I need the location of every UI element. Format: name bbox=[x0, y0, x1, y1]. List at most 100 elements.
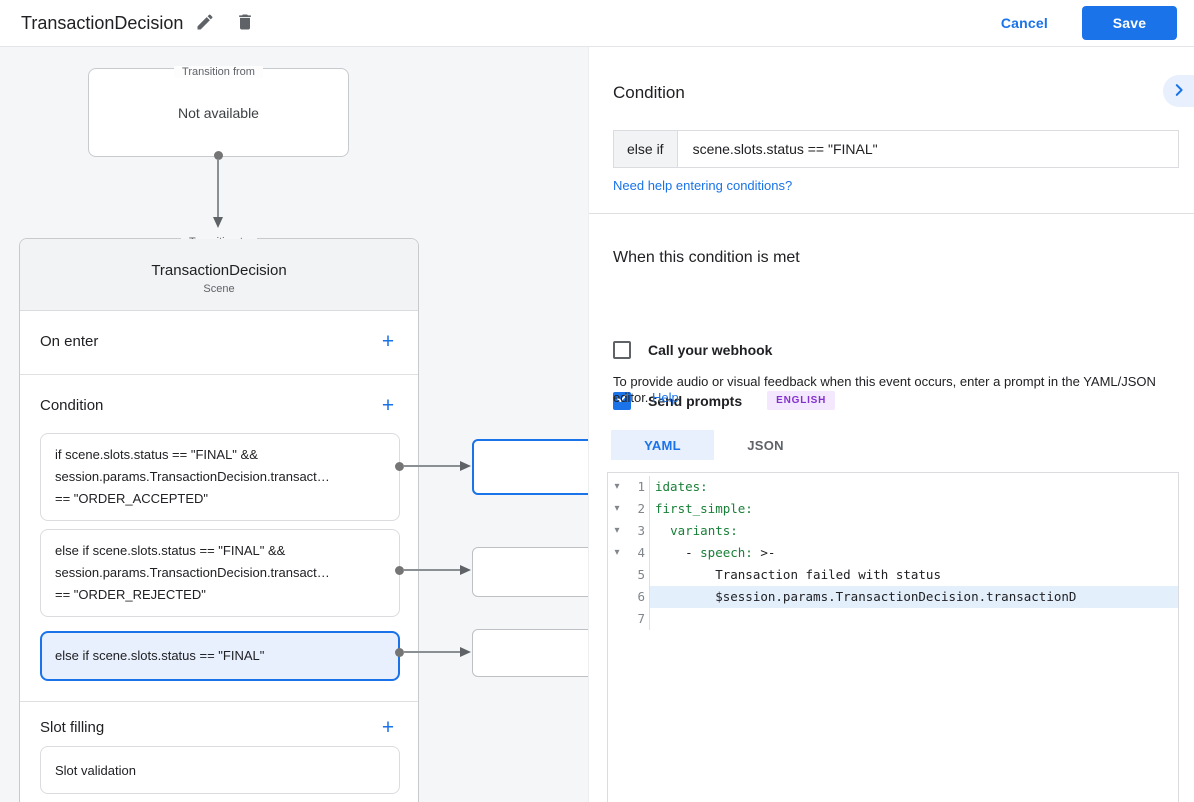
connector-line bbox=[403, 569, 460, 571]
fold-arrow-icon[interactable]: ▾ bbox=[614, 525, 620, 536]
delete-button[interactable] bbox=[227, 5, 263, 41]
collapse-panel-button[interactable] bbox=[1163, 75, 1194, 107]
transition-target-box-selected[interactable] bbox=[472, 439, 588, 495]
send-prompts-checkbox[interactable] bbox=[613, 391, 631, 410]
language-badge: ENGLISH bbox=[767, 391, 836, 410]
editor-gutter: 6 bbox=[608, 586, 650, 608]
trash-icon bbox=[235, 12, 255, 35]
connector-dot bbox=[395, 462, 404, 471]
arrow-right-icon bbox=[460, 565, 471, 575]
condition-expression-row: else if bbox=[613, 130, 1179, 168]
transition-to-box: Transition to TransactionDecision Scene … bbox=[19, 236, 419, 802]
line-number: 7 bbox=[637, 611, 645, 626]
send-prompts-label: Send prompts bbox=[648, 392, 743, 409]
condition-text-line: session.params.TransactionDecision.trans… bbox=[55, 565, 330, 580]
transition-from-legend: Transition from bbox=[89, 62, 348, 80]
connector-line bbox=[403, 465, 460, 467]
cancel-button[interactable]: Cancel bbox=[1000, 15, 1048, 31]
fold-arrow-icon[interactable]: ▾ bbox=[614, 481, 620, 492]
add-on-enter-button[interactable]: + bbox=[376, 330, 400, 354]
code-line: 5 Transaction failed with status bbox=[608, 564, 1178, 586]
condition-text-line: == "ORDER_REJECTED" bbox=[55, 587, 206, 602]
editor-gutter: ▾2 bbox=[608, 498, 650, 520]
top-bar: TransactionDecision Cancel Save bbox=[0, 0, 1194, 47]
code-text: Transaction failed with status bbox=[655, 567, 941, 582]
prompt-description-text: To provide audio or visual feedback when… bbox=[613, 374, 1156, 405]
line-number: 1 bbox=[637, 479, 645, 494]
editor-tabs: YAML JSON bbox=[611, 430, 817, 460]
code-text: idates: bbox=[655, 479, 708, 494]
panel-heading: Condition bbox=[613, 83, 685, 102]
scene-diagram-canvas: Transition from Not available Transition… bbox=[0, 47, 588, 802]
fold-arrow-icon[interactable]: ▾ bbox=[614, 503, 620, 514]
line-number: 4 bbox=[637, 545, 645, 560]
edit-button[interactable] bbox=[187, 5, 223, 41]
connector-line bbox=[403, 651, 460, 653]
when-condition-heading: When this condition is met bbox=[613, 249, 800, 266]
code-text bbox=[650, 608, 1178, 630]
add-slot-button[interactable]: + bbox=[376, 716, 400, 740]
transition-target-box[interactable] bbox=[472, 629, 588, 677]
condition-help-link[interactable]: Need help entering conditions? bbox=[613, 178, 793, 193]
arrow-down-icon bbox=[213, 217, 223, 228]
connector-dot bbox=[214, 151, 223, 160]
tab-yaml[interactable]: YAML bbox=[611, 430, 714, 460]
line-number: 5 bbox=[637, 567, 645, 582]
webhook-row: Call your webhook bbox=[613, 341, 772, 359]
arrow-right-icon bbox=[460, 647, 471, 657]
condition-prefix: else if bbox=[613, 130, 678, 168]
call-webhook-checkbox[interactable] bbox=[613, 341, 631, 359]
condition-text-line: == "ORDER_ACCEPTED" bbox=[55, 491, 208, 506]
editor-gutter: ▾3 bbox=[608, 520, 650, 542]
code-line-active: 6 $session.params.TransactionDecision.tr… bbox=[608, 586, 1178, 608]
transition-from-box: Transition from Not available bbox=[88, 66, 349, 157]
code-line: ▾4 - speech: >- bbox=[608, 542, 1178, 564]
condition-input[interactable] bbox=[677, 130, 1179, 168]
slot-validation-card[interactable]: Slot validation bbox=[40, 746, 400, 794]
condition-card-order-rejected[interactable]: else if scene.slots.status == "FINAL" &&… bbox=[40, 529, 400, 617]
condition-text-line: session.params.TransactionDecision.trans… bbox=[55, 469, 330, 484]
fold-arrow-icon[interactable]: ▾ bbox=[614, 547, 620, 558]
line-number: 3 bbox=[637, 523, 645, 538]
yaml-code-editor[interactable]: ▾1 idates: ▾2 first_simple: ▾3 variants:… bbox=[607, 472, 1179, 802]
condition-text-line: if scene.slots.status == "FINAL" && bbox=[55, 447, 258, 462]
code-text: $session.params.TransactionDecision.tran… bbox=[650, 586, 1178, 608]
code-text: first_simple: bbox=[655, 501, 753, 516]
prompt-description: To provide audio or visual feedback when… bbox=[613, 374, 1169, 406]
arrow-right-icon bbox=[460, 461, 471, 471]
add-condition-button[interactable]: + bbox=[376, 394, 400, 418]
condition-text-line: else if scene.slots.status == "FINAL" && bbox=[55, 543, 286, 558]
checkmark-icon bbox=[615, 391, 629, 410]
condition-detail-panel: Condition else if Need help entering con… bbox=[588, 47, 1194, 802]
condition-card-final-selected[interactable]: else if scene.slots.status == "FINAL" bbox=[40, 631, 400, 681]
slot-validation-label: Slot validation bbox=[55, 762, 136, 778]
save-button[interactable]: Save bbox=[1082, 6, 1177, 40]
send-prompts-row: Send prompts ENGLISH bbox=[613, 391, 836, 410]
condition-text-line: else if scene.slots.status == "FINAL" bbox=[55, 648, 265, 663]
line-number: 6 bbox=[637, 589, 645, 604]
transition-target-box[interactable] bbox=[472, 547, 588, 597]
transition-from-value: Not available bbox=[178, 105, 259, 121]
code-text: variants: bbox=[670, 523, 738, 538]
code-line: ▾3 variants: bbox=[608, 520, 1178, 542]
fold-spacer bbox=[608, 586, 626, 608]
connector-dot bbox=[395, 566, 404, 575]
code-text: - speech: >- bbox=[655, 545, 776, 560]
scene-subtitle: Scene bbox=[203, 283, 235, 295]
editor-gutter: 7 bbox=[608, 608, 650, 630]
fold-spacer bbox=[608, 564, 626, 586]
on-enter-label: On enter bbox=[40, 333, 99, 350]
scene-title: TransactionDecision bbox=[151, 262, 287, 279]
scene-header[interactable]: TransactionDecision Scene bbox=[20, 239, 418, 311]
line-number: 2 bbox=[637, 501, 645, 516]
code-line: ▾ 1 idates: bbox=[608, 476, 1178, 498]
editor-gutter: 5 bbox=[608, 564, 650, 586]
tab-json[interactable]: JSON bbox=[714, 430, 817, 460]
page-title: TransactionDecision bbox=[21, 12, 184, 33]
help-link[interactable]: Help bbox=[652, 390, 679, 405]
condition-section-label: Condition bbox=[40, 397, 104, 414]
editor-gutter: ▾4 bbox=[608, 542, 650, 564]
condition-card-order-accepted[interactable]: if scene.slots.status == "FINAL" && sess… bbox=[40, 433, 400, 521]
pencil-icon bbox=[195, 12, 215, 35]
